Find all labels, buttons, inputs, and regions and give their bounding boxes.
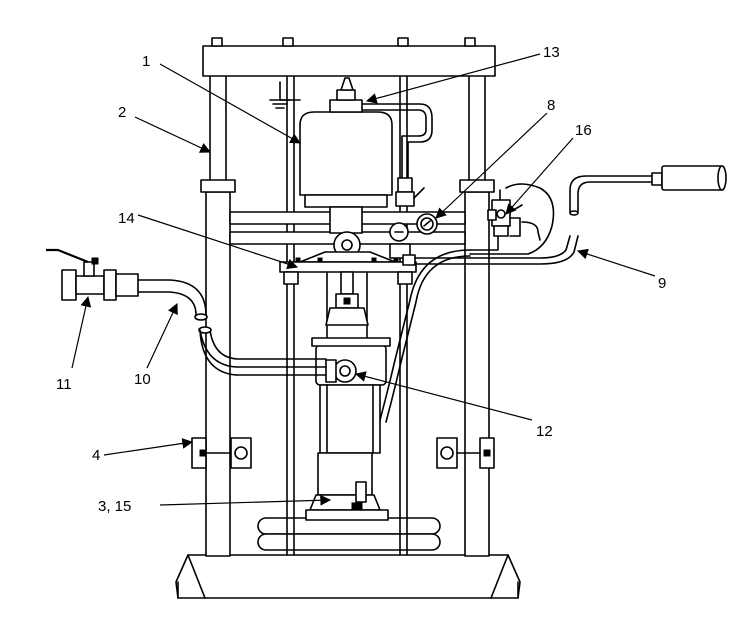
air-regulator-assembly <box>362 103 438 266</box>
leader-3 <box>159 494 332 506</box>
leader-11 <box>71 295 92 369</box>
air-hoses <box>379 183 579 423</box>
leader-14 <box>137 214 299 270</box>
ram-plate <box>279 231 417 285</box>
left-clamp <box>191 437 252 469</box>
base-frame <box>175 554 521 599</box>
leader-4 <box>103 438 194 456</box>
right-outer-column <box>459 76 495 557</box>
callout-13: 13 <box>543 44 560 61</box>
callout-9: 9 <box>658 275 666 292</box>
air-motor <box>299 77 393 234</box>
leader-9 <box>576 248 656 277</box>
callout-11: 11 <box>56 376 72 393</box>
callout-12: 12 <box>536 423 553 440</box>
drum-seal <box>257 517 441 551</box>
callout-labels: 1 2 3, 15 4 8 9 10 11 12 13 14 16 <box>56 44 666 515</box>
callout-leaders <box>71 53 656 506</box>
callout-3-15: 3, 15 <box>98 498 131 515</box>
leader-1 <box>159 63 301 144</box>
ball-valve <box>46 248 139 301</box>
right-clamp <box>436 437 495 469</box>
top-crossbar <box>202 37 496 77</box>
pump-outlet-housing <box>311 337 391 386</box>
leader-10 <box>146 303 178 369</box>
ground-symbol <box>269 81 301 109</box>
leader-16 <box>505 137 574 215</box>
callout-4: 4 <box>92 447 100 464</box>
callout-2: 2 <box>118 104 126 121</box>
callout-10: 10 <box>134 371 151 388</box>
air-supply-valve <box>487 189 541 241</box>
pump-tie-rods <box>325 271 369 346</box>
leader-8 <box>435 112 548 219</box>
leader-12 <box>354 371 533 421</box>
callout-16: 16 <box>575 122 592 139</box>
air-inlet-hose <box>569 165 727 216</box>
callout-8: 8 <box>547 97 555 114</box>
leader-2 <box>134 116 211 153</box>
displacement-pump <box>305 384 389 521</box>
left-outer-column <box>200 76 236 557</box>
callout-14: 14 <box>118 210 135 227</box>
inner-guide-rods <box>286 76 408 556</box>
fluid-outlet-hose <box>137 279 327 376</box>
leader-13 <box>365 53 541 104</box>
callout-1: 1 <box>142 53 150 70</box>
